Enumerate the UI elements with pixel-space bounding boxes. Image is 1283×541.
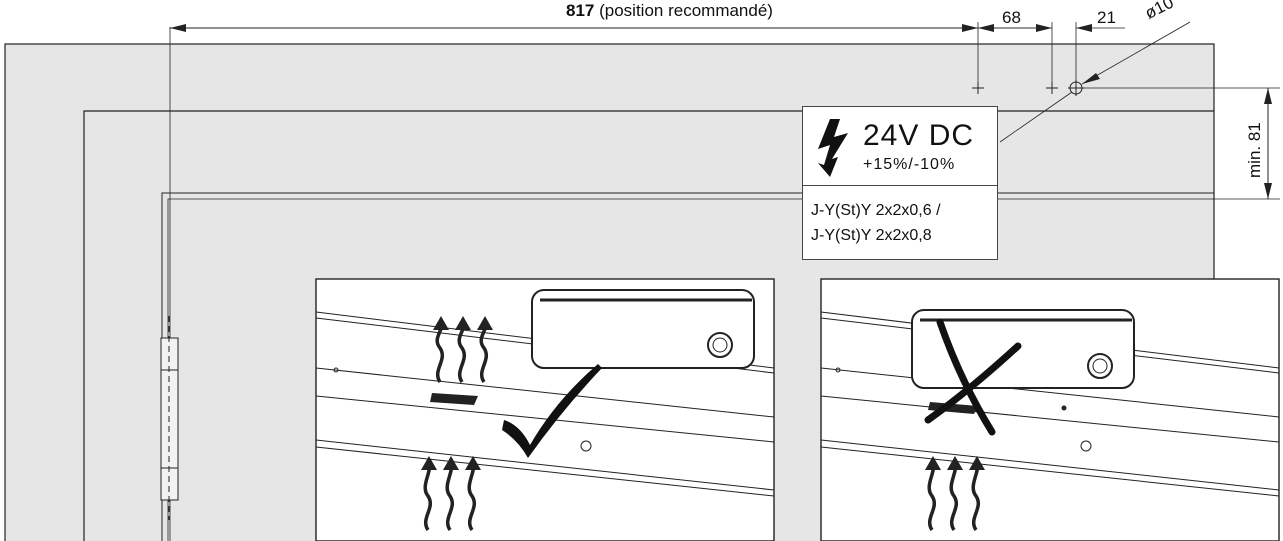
cable-spec-1: J-Y(St)Y 2x2x0,6 / [811,202,941,219]
vent-grille [430,393,478,405]
min-height-label: min. 81 [1245,122,1264,178]
dimension-21-label: 21 [1097,8,1116,27]
voltage-value: 24V DC [863,119,975,152]
check-icon [502,364,602,458]
screw-hole [580,440,592,452]
power-label-header: 24V DC +15%/-10% [803,107,997,186]
arrow-right [962,24,978,32]
diameter-leader [1081,21,1191,85]
sensor-device [911,309,1135,389]
heat-arrows-icon [927,463,980,531]
lightning-bolt-icon [818,119,848,177]
screw-hole [1080,440,1092,452]
power-label: 24V DC +15%/-10% J-Y(St)Y 2x2x0,6 / J-Y(… [802,106,998,260]
panel-correct [315,278,775,541]
hinge-icon [160,316,179,520]
dimension-68-label: 68 [1002,8,1021,27]
label-leader [999,91,1073,143]
cross-icon [924,318,1022,436]
dimension-817-label: 817 (position recommandé) [566,1,773,20]
panel-incorrect [820,278,1280,541]
voltage-tolerance: +15%/-10% [863,156,956,173]
mounting-holes [972,80,1084,96]
sensor-device [531,289,755,369]
arrow-left [170,24,186,32]
cable-spec-2: J-Y(St)Y 2x2x0,8 [811,227,932,244]
